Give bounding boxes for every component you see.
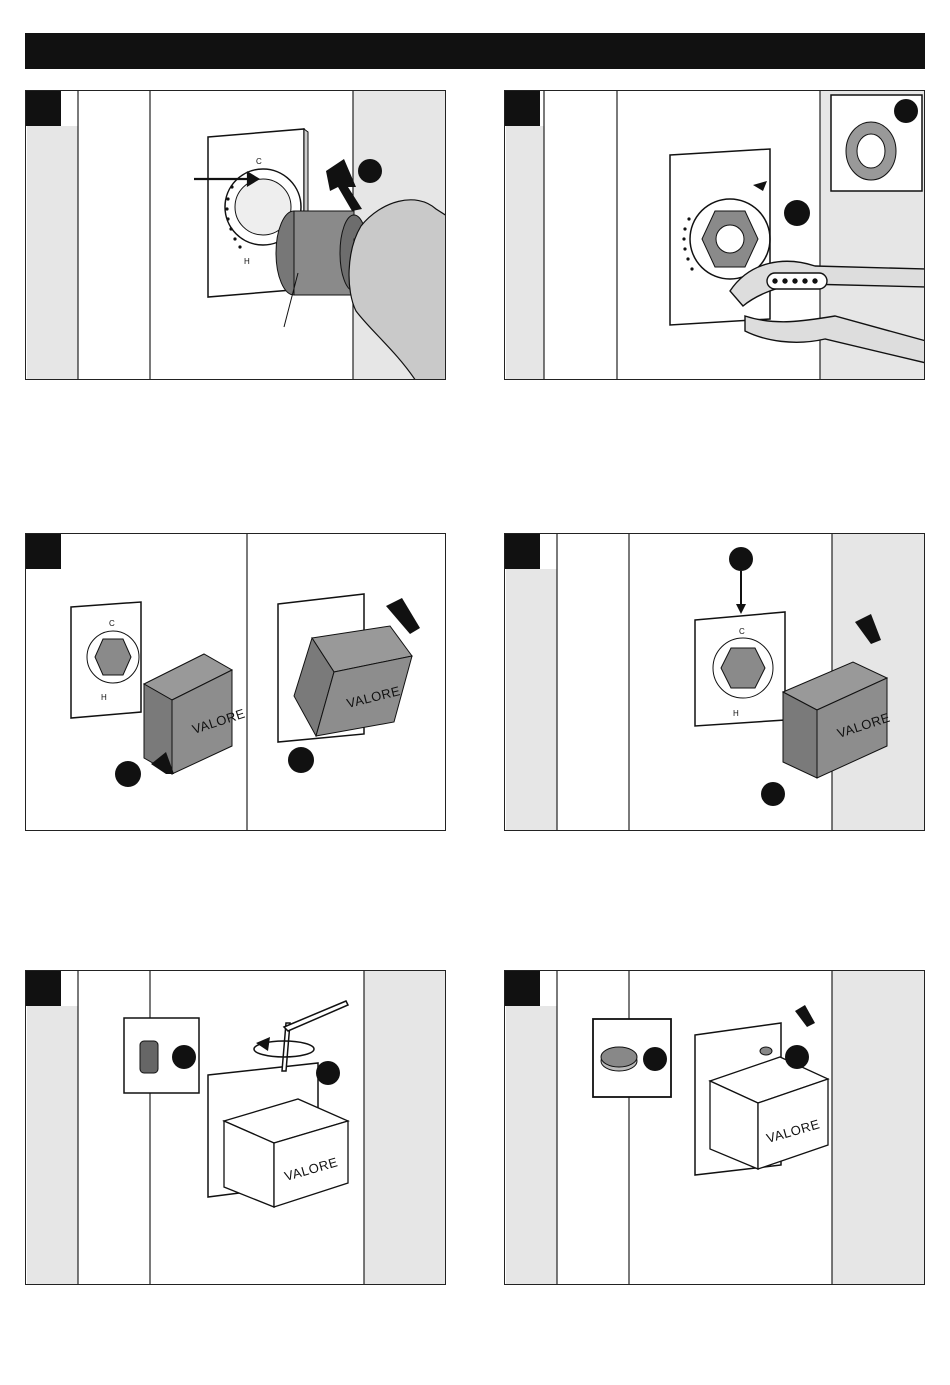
callout-1 (358, 159, 382, 183)
step-panel-6: VALORE (504, 970, 925, 1285)
nut-inset-box (831, 95, 922, 191)
cartridge-insert-illustration: C H (26, 91, 446, 380)
step-panel-3: C H VALORE VALORE (25, 533, 446, 831)
dial-letter-cold: C (256, 157, 262, 166)
callout-4b (761, 782, 785, 806)
pliers-illustration (505, 91, 925, 380)
fit-handle-illustration: C H VALORE VALORE (26, 534, 446, 831)
dial-letter-hot: H (101, 693, 107, 702)
dial-letter-cold: C (109, 619, 115, 628)
dial-letter-hot: H (244, 257, 250, 266)
cap-illustration: VALORE (505, 971, 925, 1285)
step-panel-2 (504, 90, 925, 380)
set-screw-illustration: VALORE (26, 971, 446, 1285)
callout-3b (288, 747, 314, 773)
handle-cube: VALORE (224, 1099, 348, 1207)
callout-3a (115, 761, 141, 787)
callout-5 (316, 1061, 340, 1085)
cap-inset-box (593, 1019, 671, 1097)
header-banner (25, 33, 925, 69)
step-panel-4: C H VALORE (504, 533, 925, 831)
dial-letter-hot: H (733, 709, 739, 718)
callout-6 (785, 1045, 809, 1069)
align-handle-illustration: C H VALORE (505, 534, 925, 831)
dial-letter-cold: C (739, 627, 745, 636)
step-panel-1: C H (25, 90, 446, 380)
callout-2 (784, 200, 810, 226)
hex-key (282, 1001, 348, 1071)
wall-plate: C H (71, 602, 141, 718)
screw-inset-box (124, 1018, 199, 1093)
handle-cube: VALORE (144, 654, 247, 774)
wall-plate: C H (695, 612, 785, 726)
handle-cube-2: VALORE (294, 626, 412, 736)
step-panel-5: VALORE (25, 970, 446, 1285)
callout-4a (729, 547, 753, 571)
